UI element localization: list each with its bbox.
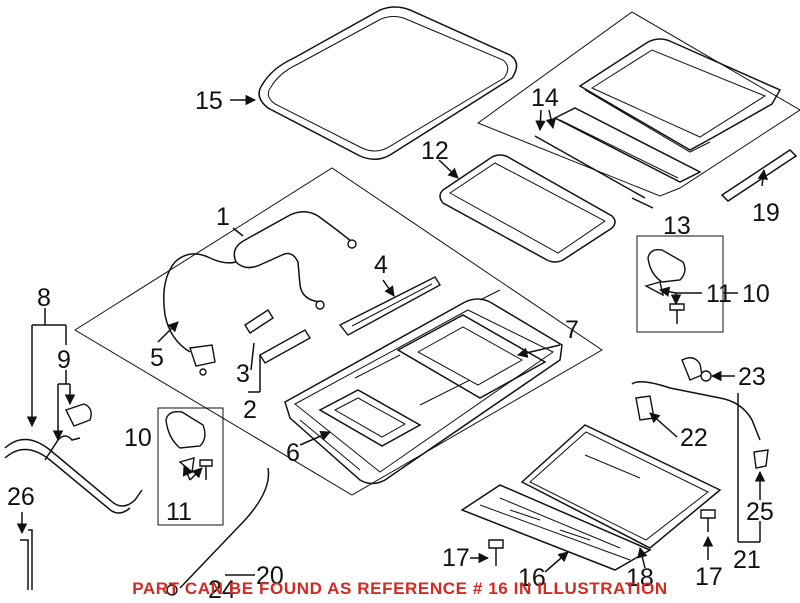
- callout-10-lower: 10: [124, 424, 152, 452]
- callout-17-right: 17: [695, 563, 723, 591]
- part-10-group-box: [636, 235, 724, 333]
- callout-7: 7: [565, 316, 579, 344]
- callout-13: 13: [663, 212, 691, 240]
- callout-23: 23: [738, 363, 766, 391]
- part-10-11-group-box: [157, 407, 224, 526]
- callout-6: 6: [286, 439, 300, 467]
- part-4-guide-rail: [338, 276, 441, 336]
- callout-25: 25: [746, 498, 774, 526]
- frame-group-outline: [74, 167, 603, 496]
- callout-11-upper: 11: [706, 280, 732, 308]
- part-12-glass-panel: [439, 154, 616, 263]
- reference-note: PART CAN BE FOUND AS REFERENCE # 16 IN I…: [132, 579, 668, 598]
- callout-2: 2: [243, 396, 257, 424]
- callout-22: 22: [680, 424, 708, 452]
- part-10-clip-upper: [644, 248, 686, 324]
- part-13-sunshade-assembly: [534, 38, 782, 199]
- callout-14: 14: [531, 84, 559, 112]
- callout-20: 20: [256, 562, 284, 590]
- callout-11-lower: 11: [166, 498, 192, 526]
- part-20-drain-hose: [166, 467, 270, 596]
- part-6-7-sunroof-frame: [284, 289, 563, 485]
- part-16-18-rear-module: [460, 424, 722, 571]
- callout-8: 8: [37, 284, 51, 312]
- part-19-trim-strip: [720, 149, 798, 202]
- part-26-bracket: [20, 529, 33, 590]
- part-3-brackets: [244, 309, 311, 364]
- part-15-seal: [258, 6, 518, 160]
- part-10-clip-lower: [165, 410, 213, 480]
- callout-17-left: 17: [442, 544, 470, 572]
- callout-26: 26: [7, 483, 35, 511]
- leader-lines: [16, 94, 769, 576]
- callout-4: 4: [374, 251, 388, 279]
- callout-3: 3: [236, 360, 250, 388]
- callout-18: 18: [626, 564, 654, 592]
- callout-12: 12: [421, 137, 449, 165]
- callout-21: 21: [733, 546, 761, 574]
- part-17-bolts: [488, 509, 716, 566]
- callout-numbers: 15 14 12 13 19 1 4 10 11 8 9 5 3 2 7 6 1…: [7, 84, 780, 603]
- callout-16: 16: [518, 564, 546, 592]
- callout-9: 9: [57, 346, 71, 374]
- callout-24: 24: [208, 576, 236, 603]
- callout-10-upper: 10: [742, 280, 770, 308]
- callout-19: 19: [752, 199, 780, 227]
- callout-5: 5: [150, 344, 164, 372]
- part-8-side-rail: [4, 403, 143, 514]
- callout-1: 1: [216, 203, 230, 231]
- callout-15: 15: [195, 87, 223, 115]
- glass-group-outline: [476, 11, 800, 197]
- part-1-hose-harness: [163, 211, 357, 376]
